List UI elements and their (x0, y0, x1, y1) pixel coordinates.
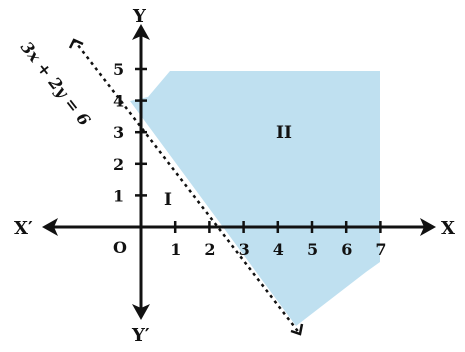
x-axis-ticks: 1 2 3 4 5 6 7 (170, 221, 387, 259)
y-axis-label: Y (132, 6, 147, 27)
origin-label: O (113, 238, 127, 257)
boundary-line-arrowhead-bottom (290, 323, 304, 336)
shaded-region-two (130, 71, 380, 326)
boundary-line-dotted (73, 39, 301, 335)
x-axis-label: X (441, 218, 455, 239)
x-axis-arrow-left (42, 218, 58, 236)
y-tick-label: 1 (113, 186, 124, 205)
y-axis-ticks: 1 2 3 4 5 (113, 60, 147, 205)
region-two-label: II (276, 123, 292, 143)
x-tick-label: 3 (239, 240, 250, 259)
y-tick-label: 4 (113, 92, 124, 111)
x-tick-label: 4 (273, 240, 284, 259)
x-tick-label: 7 (375, 240, 386, 259)
x-tick-label: 2 (204, 240, 215, 259)
x-tick-label: 5 (307, 240, 318, 259)
region-one-label: I (164, 190, 172, 210)
y-tick-label: 5 (113, 60, 124, 79)
y-tick-label: 3 (113, 123, 124, 142)
y-tick-label: 2 (113, 155, 124, 174)
x-axis-negative-label: X′ (14, 218, 33, 239)
x-tick-label: 1 (170, 240, 181, 259)
y-axis-arrow-down (132, 304, 150, 320)
y-axis-arrow-up (132, 24, 150, 40)
x-tick-label: 6 (341, 240, 352, 259)
x-axis-arrow-right (420, 218, 436, 236)
boundary-line-arrowhead-top (68, 38, 84, 49)
y-axis-negative-label: Y′ (131, 325, 150, 346)
